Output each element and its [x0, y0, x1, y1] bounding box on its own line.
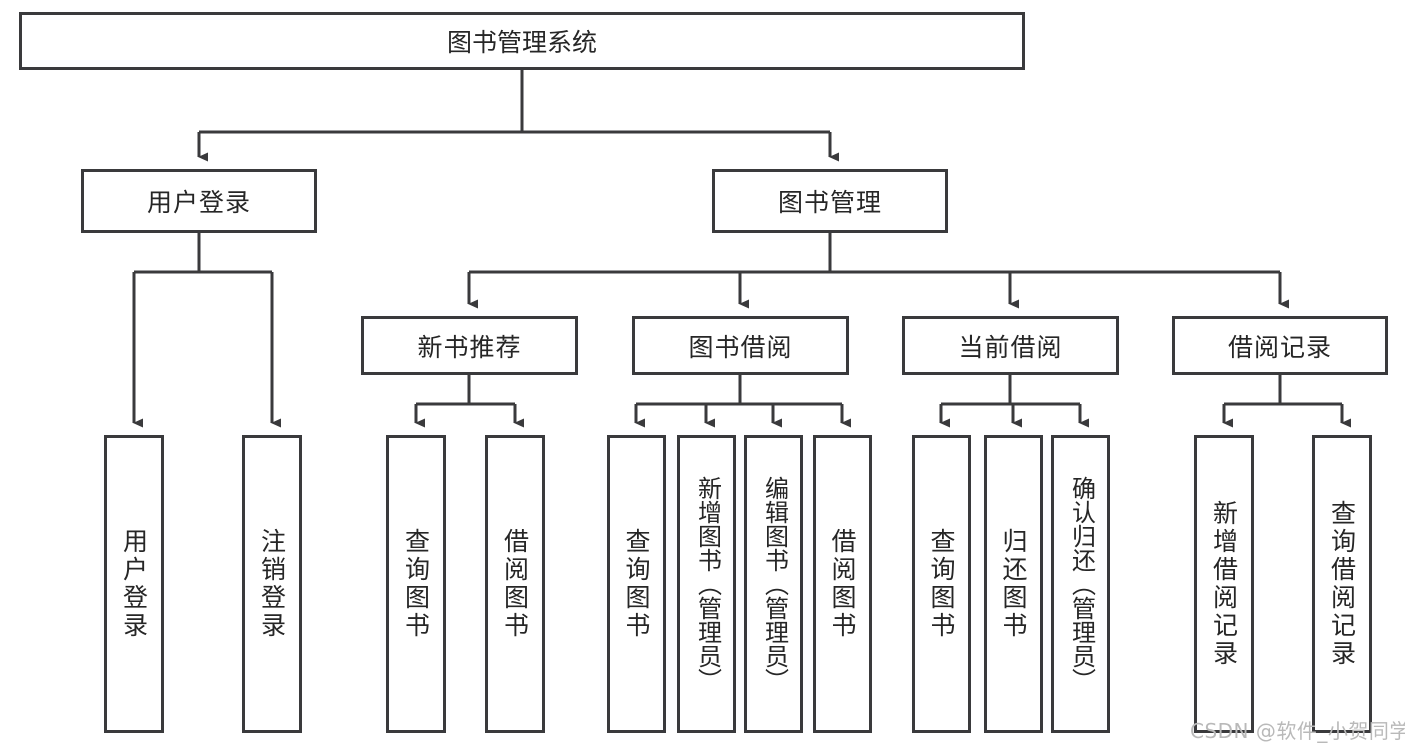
node-user-login-label: 用户登录	[146, 188, 251, 217]
leaf-logout[interactable]: 注销登录	[242, 435, 302, 733]
node-new-book-recommend-label: 新书推荐	[417, 332, 522, 362]
leaf-query-borrow-record-label: 查询借阅记录	[1327, 500, 1357, 668]
node-new-book-recommend[interactable]: 新书推荐	[361, 316, 578, 375]
leaf-logout-label: 注销登录	[257, 528, 287, 640]
node-book-management-label: 图书管理	[777, 188, 882, 217]
node-book-management[interactable]: 图书管理	[712, 169, 948, 233]
node-root-label: 图书管理系统	[446, 28, 597, 57]
node-borrow-record-label: 借阅记录	[1227, 332, 1332, 362]
watermark: CSDN @软件_小贺同学	[1190, 715, 1405, 744]
leaf-borrow-book-recommend-label: 借阅图书	[500, 528, 530, 640]
leaf-return-book[interactable]: 归还图书	[984, 435, 1043, 733]
leaf-query-book-borrow-label: 查询图书	[622, 528, 651, 640]
node-borrow-record[interactable]: 借阅记录	[1172, 316, 1388, 375]
leaf-confirm-return-admin[interactable]: 确认归还（管理员）	[1051, 435, 1110, 733]
leaf-query-book-current[interactable]: 查询图书	[912, 435, 971, 733]
leaf-query-borrow-record[interactable]: 查询借阅记录	[1312, 435, 1372, 733]
leaf-add-borrow-record[interactable]: 新增借阅记录	[1194, 435, 1254, 733]
leaf-return-book-label: 归还图书	[999, 528, 1028, 640]
leaf-confirm-return-admin-label: 确认归还（管理员）	[1067, 476, 1096, 692]
node-current-borrow[interactable]: 当前借阅	[902, 316, 1119, 375]
node-book-borrow[interactable]: 图书借阅	[632, 316, 849, 375]
leaf-query-book-current-label: 查询图书	[927, 528, 956, 640]
leaf-borrow-book-recommend[interactable]: 借阅图书	[485, 435, 545, 733]
leaf-edit-book-admin-label: 编辑图书（管理员）	[760, 476, 789, 692]
leaf-borrow-book-label: 借阅图书	[828, 528, 857, 640]
leaf-user-login[interactable]: 用户登录	[104, 435, 164, 733]
node-book-borrow-label: 图书借阅	[688, 332, 793, 362]
leaf-query-book-borrow[interactable]: 查询图书	[607, 435, 666, 733]
leaf-edit-book-admin[interactable]: 编辑图书（管理员）	[744, 435, 803, 733]
leaf-borrow-book[interactable]: 借阅图书	[813, 435, 872, 733]
node-root[interactable]: 图书管理系统	[19, 12, 1025, 70]
leaf-add-book-admin[interactable]: 新增图书（管理员）	[677, 435, 736, 733]
leaf-add-borrow-record-label: 新增借阅记录	[1209, 500, 1239, 668]
leaf-add-book-admin-label: 新增图书（管理员）	[693, 476, 722, 692]
node-current-borrow-label: 当前借阅	[958, 332, 1063, 362]
leaf-query-book-recommend[interactable]: 查询图书	[386, 435, 446, 733]
watermark-text: CSDN @软件_小贺同学	[1190, 719, 1405, 743]
leaf-user-login-label: 用户登录	[119, 528, 149, 640]
node-user-login[interactable]: 用户登录	[81, 169, 317, 233]
leaf-query-book-recommend-label: 查询图书	[401, 528, 431, 640]
